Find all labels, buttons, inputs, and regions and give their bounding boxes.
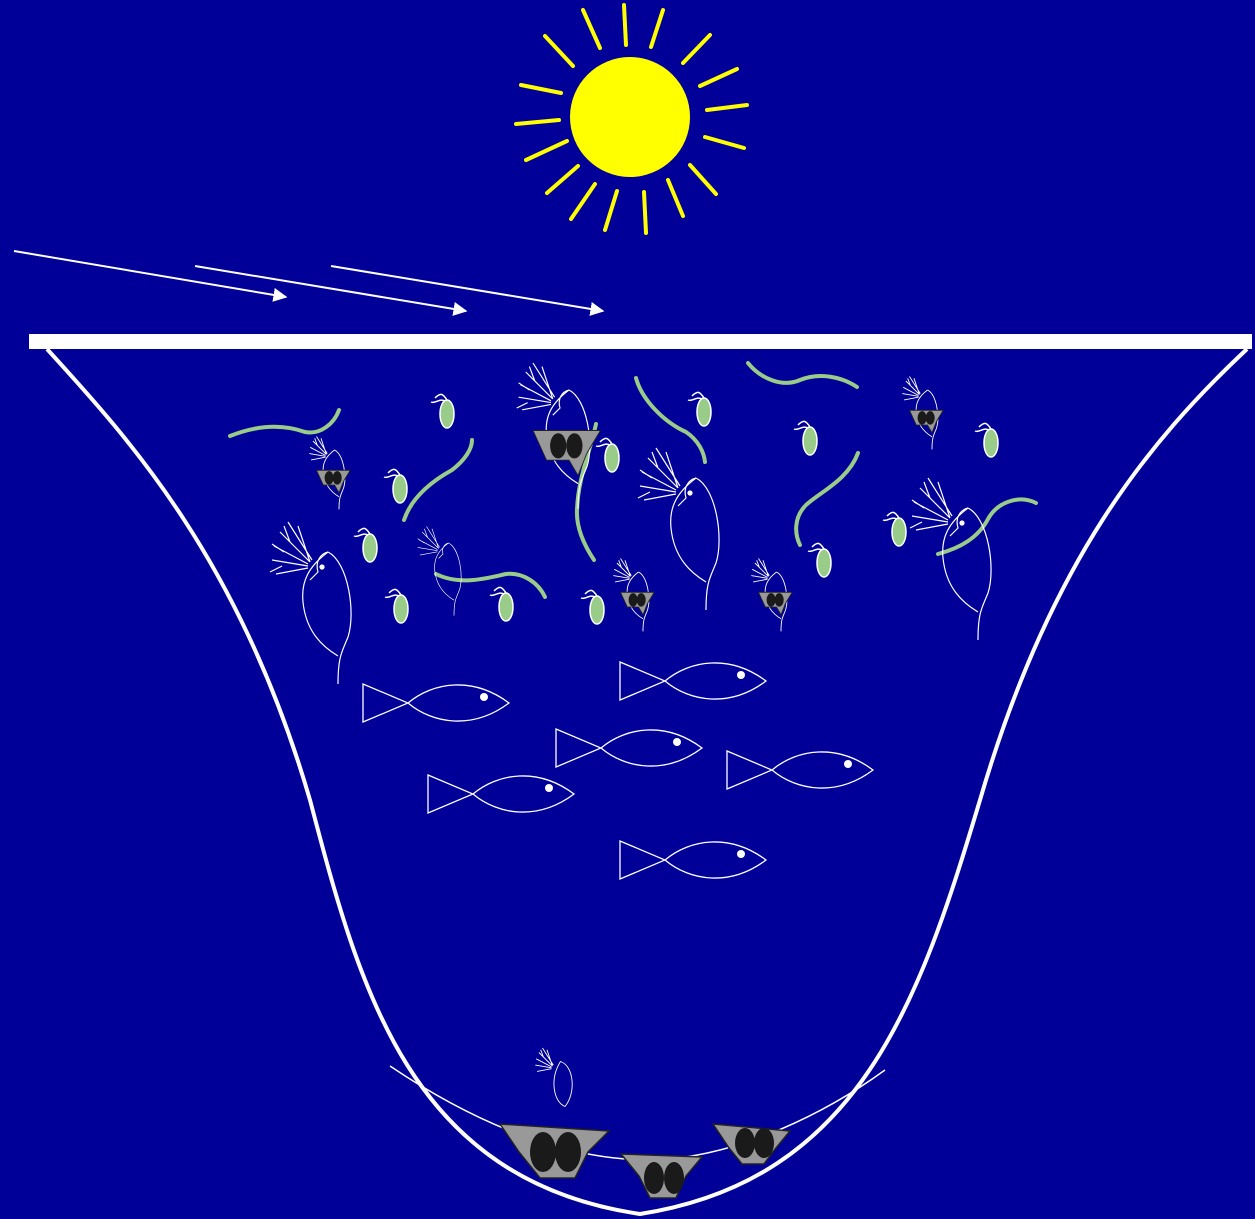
water-surface [29, 334, 1252, 349]
